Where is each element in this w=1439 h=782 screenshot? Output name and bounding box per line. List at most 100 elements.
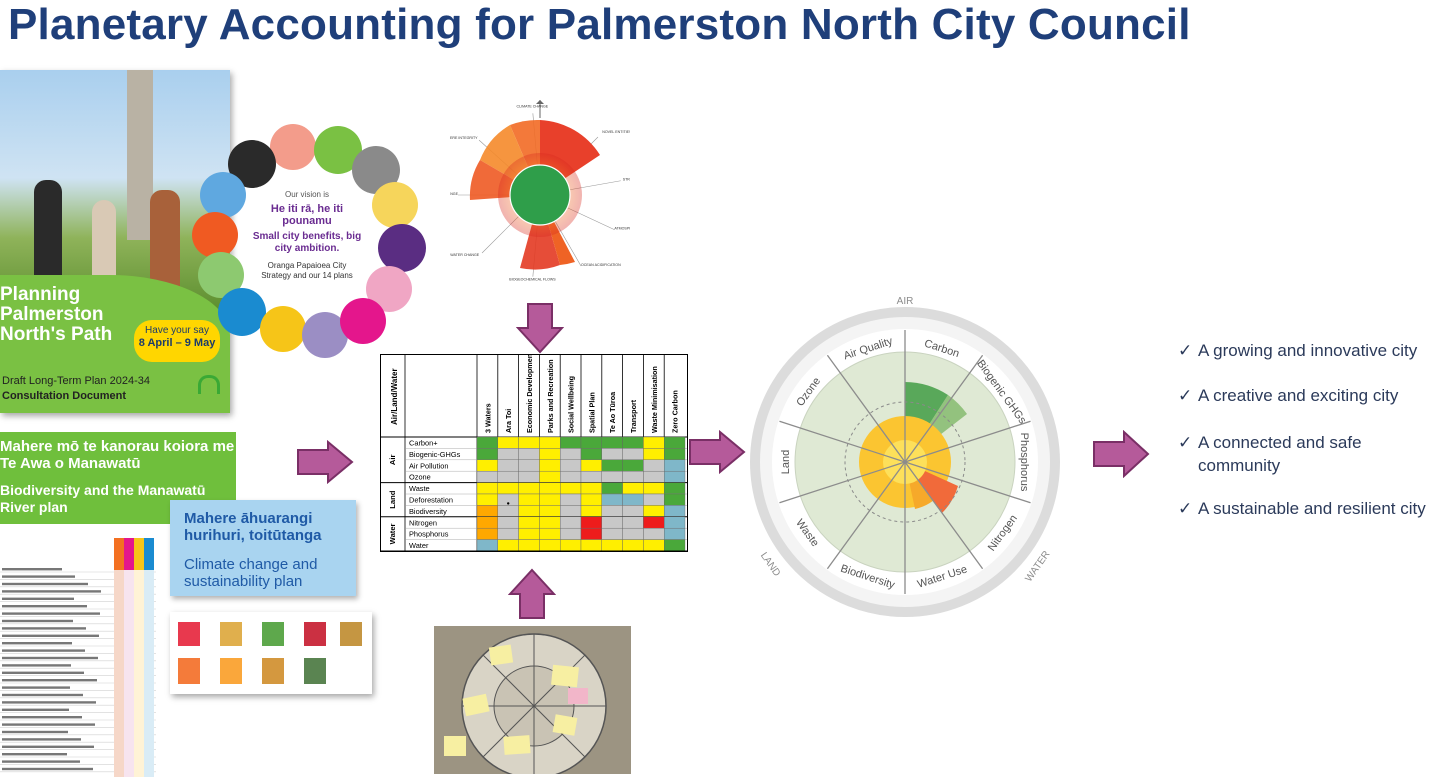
- have-say-line1: Have your say: [145, 325, 209, 336]
- checkmark-icon: ✓: [1178, 386, 1193, 405]
- matrix-cell: [476, 505, 498, 517]
- matrix-cell: [643, 459, 665, 472]
- matrix-cell: [664, 527, 686, 540]
- matrix-cell: [622, 459, 644, 472]
- matrix-column-header: Economic Development: [525, 355, 534, 433]
- strategy-bubble: [260, 306, 306, 352]
- river-plan-english: Biodiversity and the Manawatū River plan: [0, 482, 206, 515]
- matrix-cell: [476, 470, 498, 483]
- matrix-cell: [539, 516, 561, 529]
- goal-text: A connected and safe community: [1198, 433, 1362, 475]
- goal-text: A creative and exciting city: [1198, 386, 1399, 405]
- matrix-cell: [643, 470, 665, 483]
- clock-tower-illustration: [127, 70, 153, 240]
- matrix-cell: [539, 482, 561, 495]
- goal-text: A growing and innovative city: [1198, 341, 1418, 360]
- matrix-cell: [601, 482, 623, 495]
- matrix-cell: [476, 527, 498, 540]
- matrix-cell: [643, 527, 665, 540]
- vision-english: Small city benefits, big city ambition.: [252, 231, 362, 254]
- strategy-plans: Oranga Papaioea City Strategy and our 14…: [261, 261, 353, 280]
- matrix-cell: [664, 459, 686, 472]
- matrix-cell: [518, 516, 540, 529]
- matrix-cell: [476, 436, 498, 449]
- matrix-cell: [476, 459, 498, 472]
- matrix-cell: [643, 482, 665, 495]
- wheel-outer-label: LAND: [758, 550, 782, 578]
- matrix-cell: [518, 459, 540, 472]
- boundary-label: BIOSPHERE INTEGRITY: [450, 136, 478, 140]
- matrix-group-label: Water: [388, 523, 397, 544]
- ltp-doc-type: Consultation Document: [2, 390, 127, 402]
- matrix-column-header: Parks and Recreation: [546, 359, 555, 433]
- matrix-cell: [559, 436, 582, 449]
- matrix-cell: [497, 448, 519, 461]
- matrix-row-label: Deforestation: [409, 496, 453, 505]
- matrix-cell: [601, 493, 623, 506]
- matrix-row-label: Carbon+: [409, 439, 438, 448]
- matrix-cell: [559, 516, 582, 529]
- matrix-cell: [580, 482, 602, 495]
- council-logo-icon: [198, 375, 220, 394]
- strategy-bubble: [372, 182, 418, 228]
- checkmark-icon: ✓: [1178, 433, 1193, 452]
- matrix-cell: [539, 527, 561, 540]
- matrix-cell: [664, 448, 686, 461]
- matrix-cell: [601, 448, 623, 461]
- matrix-column-header: Te Ao Tūroa: [608, 391, 617, 433]
- matrix-column-header: Transport: [629, 399, 638, 433]
- wellbeing-indicator-table: [0, 538, 156, 777]
- right-arrow-icon: [689, 430, 746, 474]
- matrix-cell: [539, 436, 561, 449]
- matrix-cell: [559, 459, 582, 472]
- matrix-cell: [664, 436, 686, 449]
- page-title: Planetary Accounting for Palmerston Nort…: [8, 0, 1191, 49]
- ltp-subtitle: Draft Long-Term Plan 2024-34: [2, 375, 150, 387]
- matrix-cell: [622, 516, 644, 529]
- matrix-cell: [643, 539, 665, 552]
- matrix-cell: [539, 459, 561, 472]
- matrix-cell: [539, 448, 561, 461]
- climate-plan-english: Climate change and sustainability plan: [184, 556, 318, 590]
- matrix-cell: [518, 470, 540, 483]
- matrix-cell: [622, 470, 644, 483]
- matrix-column-header: Social Wellbeing: [567, 376, 576, 433]
- matrix-cell: [497, 482, 519, 495]
- matrix-cell: [622, 539, 644, 552]
- matrix-column-header: Waste Minimisation: [650, 366, 659, 433]
- boundary-label: CLIMATE CHANGE: [516, 104, 548, 108]
- matrix-cell: [580, 436, 602, 449]
- matrix-cell: [580, 459, 602, 472]
- matrix-cell: [476, 448, 498, 461]
- matrix-cell: [539, 493, 561, 506]
- matrix-cell: [518, 493, 540, 506]
- matrix-cell: [601, 459, 623, 472]
- matrix-cell: [643, 493, 665, 506]
- matrix-cell: [601, 470, 623, 483]
- boundary-label: OCEAN ACIDIFICATION: [581, 263, 621, 267]
- matrix-cell: [559, 505, 582, 517]
- boundary-label: STRATOSPHERIC OZONE DEPLETION: [623, 177, 630, 181]
- matrix-cell: [601, 505, 623, 517]
- matrix-cell: [580, 493, 602, 506]
- ltp-heading: Planning Palmerston North's Path: [0, 284, 113, 345]
- have-say-dates: 8 April – 9 May: [138, 337, 216, 349]
- matrix-cell: [664, 482, 686, 495]
- matrix-cell: [664, 505, 686, 517]
- climate-plan-cover: Mahere āhuarangi hurihuri, toitūtanga Cl…: [170, 500, 356, 596]
- right-arrow-icon: [1093, 430, 1150, 478]
- boundary-label: NOVEL ENTITIES: [602, 130, 630, 134]
- matrix-cell: [539, 539, 561, 552]
- matrix-cell: [476, 493, 498, 506]
- matrix-cell: [643, 448, 665, 461]
- matrix-cell: [476, 516, 498, 529]
- matrix-cell: [559, 493, 582, 506]
- wellbeing-table-graphic: [0, 538, 156, 777]
- matrix-cell: [580, 448, 602, 461]
- matrix-cell: [580, 470, 602, 483]
- matrix-cell: [622, 505, 644, 517]
- boundary-label: FRESHWATER CHANGE: [450, 253, 480, 257]
- matrix-column-header: Ara Toi: [504, 409, 513, 433]
